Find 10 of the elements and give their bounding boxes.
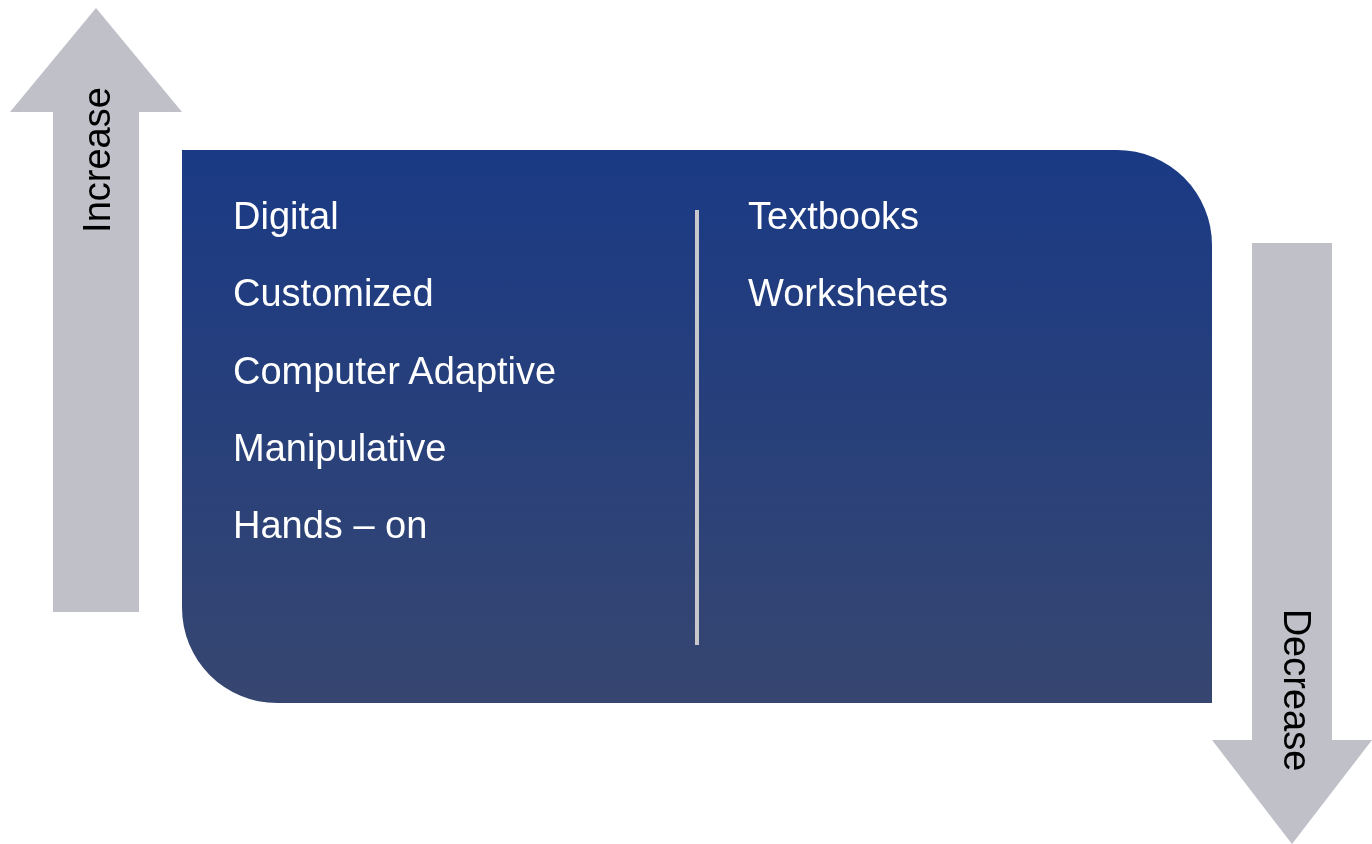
panel <box>182 150 1212 703</box>
list-item: Textbooks <box>748 197 920 235</box>
list-item: Hands – on <box>233 506 428 544</box>
list-item: Digital <box>233 197 339 235</box>
arrow-label: Decrease <box>1278 608 1316 772</box>
arrow-label: Increase <box>78 87 116 233</box>
list-item: Computer Adaptive <box>233 352 557 390</box>
list-item: Worksheets <box>748 274 948 312</box>
list-item: Manipulative <box>233 429 447 467</box>
list-item: Customized <box>233 274 434 312</box>
